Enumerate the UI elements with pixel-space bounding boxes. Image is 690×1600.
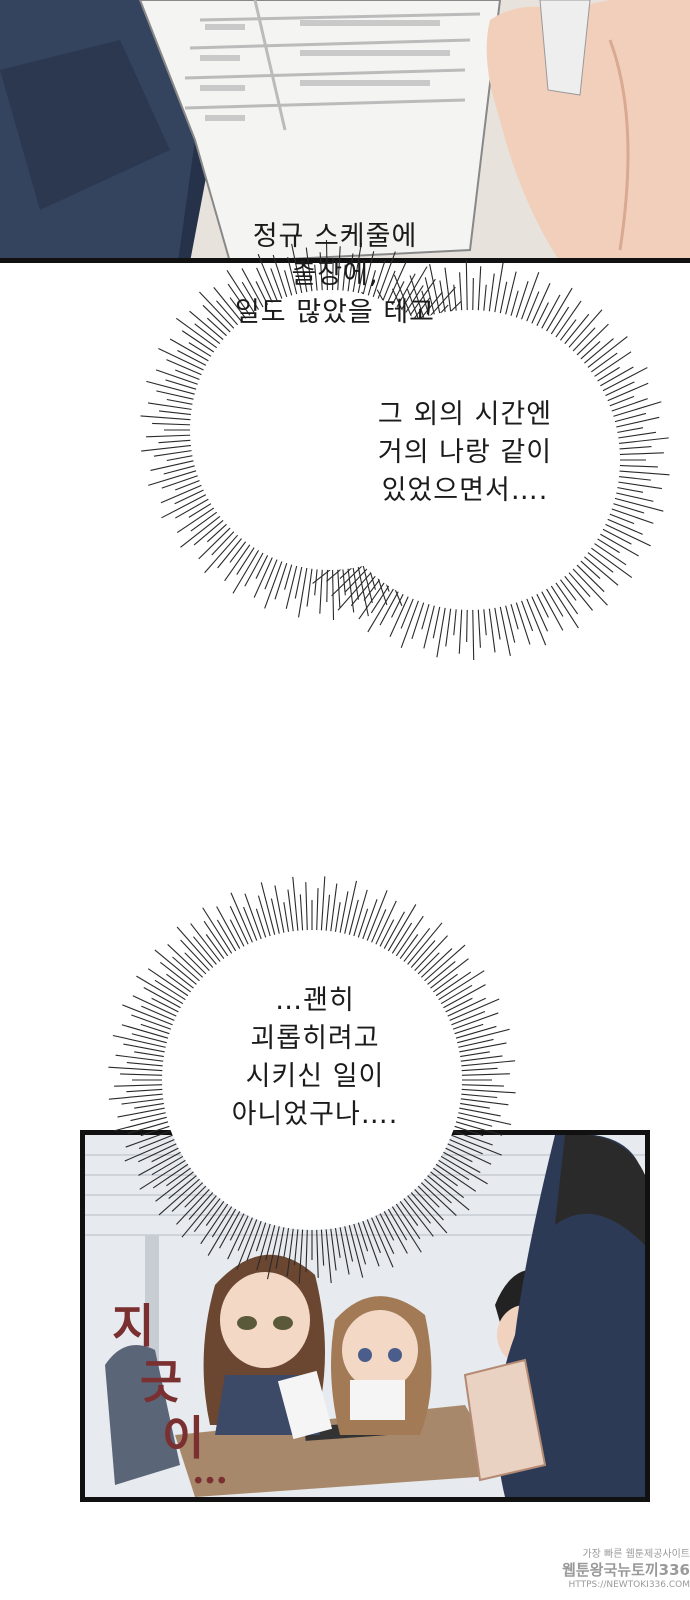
bubble-line: 괴롭히려고 [250,1023,380,1054]
bottom-panel [80,1130,650,1502]
bubble-text-top-a: 정규 스케줄에 출장에, 일도 많았을 테고 [200,218,470,332]
office-chair [105,1345,180,1485]
bubble-line: 있었으면서…. [381,475,549,506]
sfx-char: 이 [162,1411,205,1465]
bubble-text-top-b: 그 외의 시간엔 거의 나랑 같이 있었으면서…. [330,396,600,510]
woman-middle [331,1296,432,1435]
top-panel-border [0,258,690,263]
thought-bubble-bottom [108,876,516,1284]
site-watermark: 가장 빠른 웹툰제공사이트 웹툰왕국뉴토끼336 HTTPS://NEWTOKI… [540,1548,690,1591]
man-right [463,1135,645,1497]
bubble-text-bottom: …괜히 괴롭히려고 시키신 일이 아니었구나…. [190,982,440,1134]
watermark-line: 웹툰왕국뉴토끼336 [562,1561,690,1579]
bubble-line: 시키신 일이 [245,1061,385,1092]
office-scene [85,1135,645,1497]
top-panel [0,0,690,262]
hand [486,0,690,262]
bubble-line: …괜히 [275,985,355,1016]
sfx-text: 지 긋 이 … [112,1290,272,1510]
top-panel-art [0,0,690,262]
bubble-line: 출장에, [291,259,379,290]
bubble-line: 거의 나랑 같이 [377,437,553,468]
bubble-line: 정규 스케줄에 [252,221,418,252]
woman-left [203,1254,333,1440]
bubble-line: 아니었구나…. [231,1099,399,1130]
bubble-line: 일도 많았을 테고 [234,297,436,328]
sfx-char: … [192,1450,228,1492]
sfx-char: 지 [112,1299,155,1353]
thought-bubble-top [140,240,670,660]
sfx-char: 긋 [140,1355,183,1409]
bubble-line: 그 외의 시간엔 [377,399,553,430]
watermark-line: 가장 빠른 웹툰제공사이트 [582,1549,690,1560]
document-paper [138,0,502,262]
watermark-line: HTTPS://NEWTOKI336.COM [568,1580,690,1590]
